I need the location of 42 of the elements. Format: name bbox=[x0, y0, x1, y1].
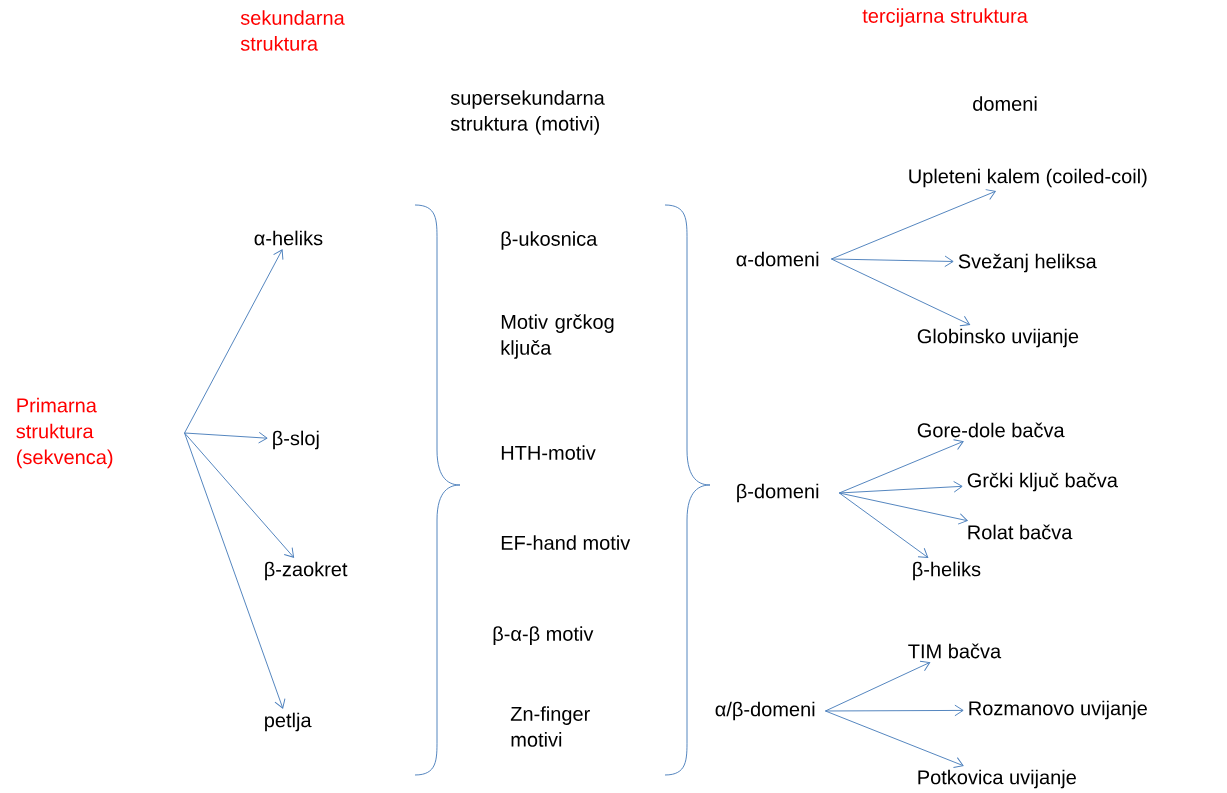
term-text: Globinsko uvijanje bbox=[917, 328, 1079, 348]
motif-text: β-α-β motiv bbox=[493, 626, 594, 645]
arrow bbox=[184, 432, 295, 558]
term-text: β-domeni bbox=[737, 483, 819, 503]
arrow bbox=[830, 189, 996, 260]
term-text: Rolat bačva bbox=[968, 524, 1073, 540]
term-text: Potkovica uvijanje bbox=[918, 769, 1076, 789]
arrow bbox=[838, 492, 968, 525]
arrow bbox=[838, 492, 929, 558]
arrow bbox=[184, 431, 268, 444]
term-text: Grčki ključ bačva bbox=[967, 472, 1118, 492]
motif-text: EF-hand motiv bbox=[501, 535, 631, 550]
term-text: β-zaokret bbox=[265, 561, 348, 581]
arrow bbox=[184, 249, 284, 434]
term-text: Svežanj heliksa bbox=[958, 253, 1097, 273]
term-text: Primarna struktura (sekvenca) bbox=[16, 397, 113, 469]
term-text: α-domeni bbox=[736, 251, 819, 267]
arrow bbox=[830, 255, 954, 268]
heading-text: supersekundarna struktura (motivi) bbox=[450, 90, 605, 135]
term-text: α/β-domeni bbox=[715, 701, 815, 721]
motif-text: β-ukosnica bbox=[501, 231, 598, 250]
heading-text: domeni bbox=[973, 96, 1037, 111]
heading-text: tercijarna struktura bbox=[862, 8, 1028, 27]
arrow bbox=[824, 660, 931, 712]
arrow bbox=[824, 704, 964, 717]
term-text: Rozmanovo uvijanje bbox=[969, 700, 1147, 720]
arrow bbox=[184, 432, 286, 709]
term-text: β-heliks bbox=[913, 561, 981, 581]
motif-text: Zn-finger motivi bbox=[510, 706, 590, 747]
motif-text: Motiv grčkog ključa bbox=[501, 314, 614, 359]
motif-text: HTH-motiv bbox=[501, 445, 596, 460]
term-text: Gore-dole bačva bbox=[917, 422, 1065, 438]
term-text: petlja bbox=[265, 712, 312, 732]
term-text: TIM bačva bbox=[908, 643, 1002, 659]
arrow bbox=[824, 710, 964, 768]
heading-text: sekundarna struktura bbox=[240, 10, 345, 51]
arrow bbox=[830, 258, 971, 327]
arrow bbox=[838, 481, 963, 494]
arrow bbox=[838, 439, 964, 494]
term-text: Upleteni kalem (coiled-coil) bbox=[909, 168, 1147, 188]
term-text: α-heliks bbox=[254, 230, 323, 246]
term-text: β-sloj bbox=[273, 430, 319, 450]
